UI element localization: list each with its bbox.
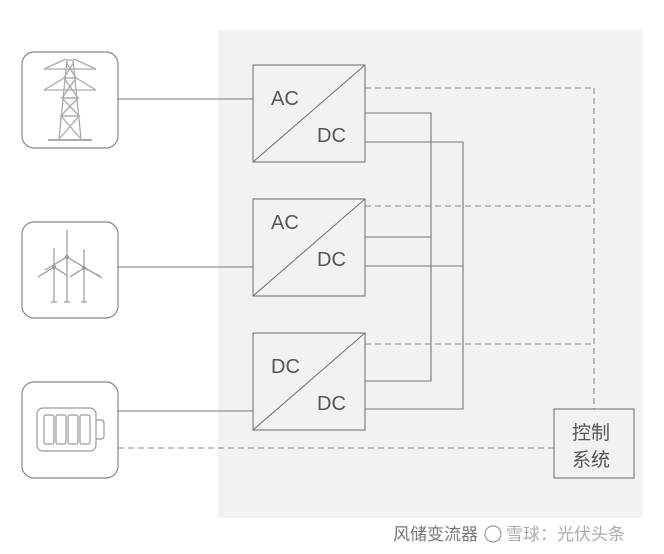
converter-1-top-label: AC bbox=[271, 88, 299, 110]
watermark: 风储变流器 雪球：光伏头条 bbox=[393, 525, 625, 545]
converter-3-top-label: DC bbox=[271, 356, 300, 378]
converter-3-bottom-label: DC bbox=[317, 393, 346, 415]
control-label-line1: 控制 bbox=[572, 422, 610, 444]
source-wind bbox=[21, 221, 119, 319]
snowball-logo-icon bbox=[484, 525, 502, 543]
battery-icon-box bbox=[21, 381, 119, 479]
wind-turbine-icon bbox=[37, 230, 103, 303]
wind-icon-box bbox=[21, 221, 119, 319]
converter-2: AC DC bbox=[252, 198, 366, 297]
transmission-tower-icon bbox=[43, 58, 97, 141]
converter-3: DC DC bbox=[252, 332, 366, 431]
watermark-caption: 风储变流器 bbox=[393, 525, 478, 545]
source-grid bbox=[21, 51, 119, 149]
converter-2-bottom-label: DC bbox=[317, 249, 346, 271]
control-system: 控制 系统 bbox=[553, 408, 635, 479]
source-links bbox=[118, 98, 253, 412]
converter-2-top-label: AC bbox=[271, 212, 299, 234]
control-label-line2: 系统 bbox=[572, 449, 610, 471]
grid-icon-box bbox=[21, 51, 119, 149]
source-battery bbox=[21, 381, 119, 479]
converter-1-bottom-label: DC bbox=[317, 125, 346, 147]
battery-icon bbox=[36, 407, 105, 452]
dc-bus bbox=[365, 112, 464, 410]
control-signal-lines bbox=[118, 87, 595, 449]
converter-1: AC DC bbox=[252, 64, 366, 163]
watermark-brand: 雪球：光伏头条 bbox=[506, 525, 625, 545]
